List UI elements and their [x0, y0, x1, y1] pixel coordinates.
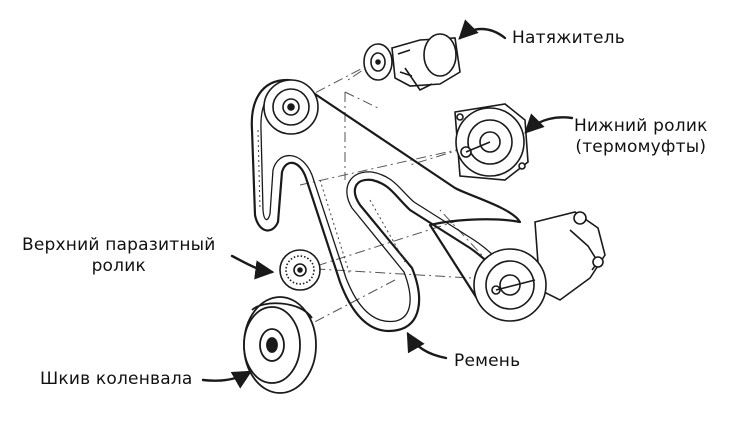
crankshaft-pulley: [243, 296, 317, 394]
tensioner-assembly: [363, 33, 461, 92]
upper-idler-label: Верхний паразитный ролик: [22, 235, 216, 277]
crank-arrow: [201, 370, 253, 389]
water-pump-assembly: [473, 211, 606, 322]
lower-roller-label-line2: (термомуфты): [575, 137, 707, 157]
lower-roller-arrow: [524, 113, 574, 134]
lower-roller-label-line1: Нижний ролик: [574, 116, 708, 136]
upper-idler-label-line2: ролик: [91, 256, 146, 276]
upper-idler-label-line1: Верхний паразитный: [22, 235, 216, 255]
belt-arrow: [406, 331, 448, 360]
callout-arrows: [201, 19, 574, 389]
tensioner-pulley: [263, 79, 319, 135]
crank-pulley-label: Шкив коленвала: [40, 369, 193, 389]
tensioner-arrow: [458, 19, 507, 40]
idler-arrow: [230, 254, 275, 280]
tensioner-label: Натяжитель: [512, 28, 625, 48]
idler-pulley: [279, 249, 321, 291]
fan-clutch-assembly: [454, 103, 529, 181]
belt-label: Ремень: [454, 351, 521, 371]
belt: [250, 78, 522, 333]
lower-roller-label: Нижний ролик (термомуфты): [574, 116, 708, 158]
